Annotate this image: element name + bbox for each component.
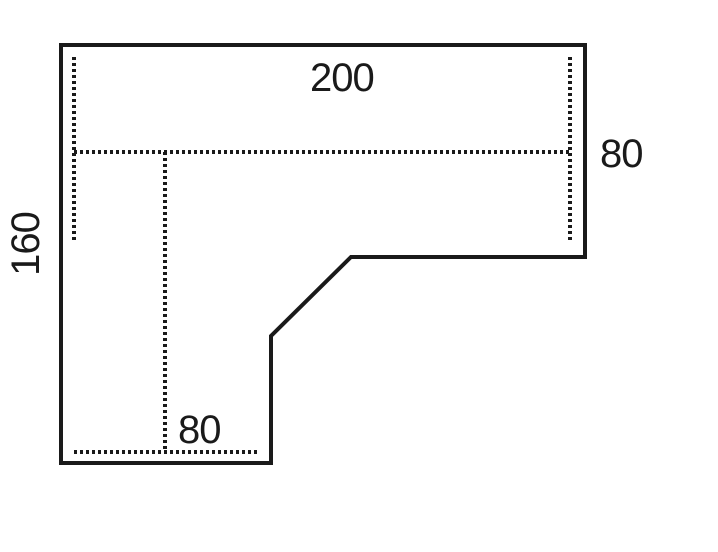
right-depth-dimension-label: 80 — [600, 132, 643, 176]
left-depth-dimension-label: 160 — [4, 212, 48, 276]
bottom-width-dimension-label: 80 — [178, 408, 221, 452]
width-dimension-label: 200 — [310, 56, 375, 100]
desk-outline — [59, 43, 587, 465]
